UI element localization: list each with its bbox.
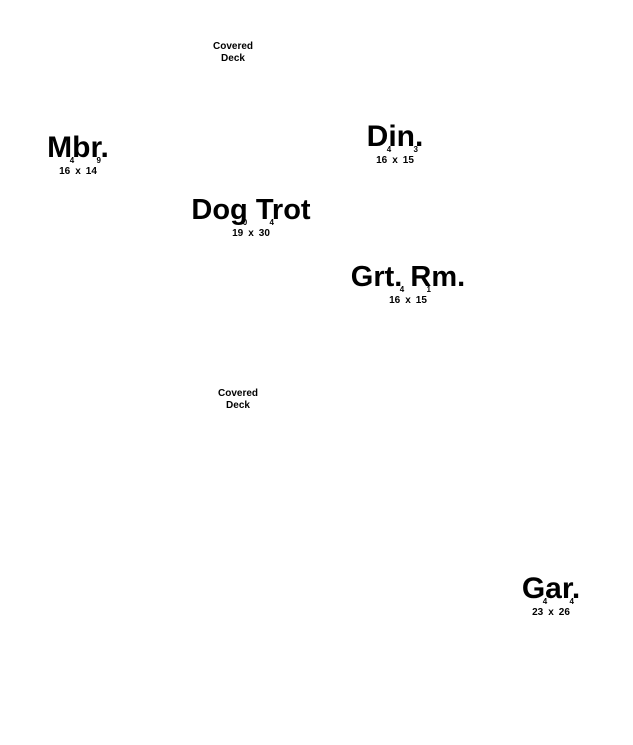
garage-width: 23 <box>532 607 544 618</box>
dining-room-width-inches: 4 <box>386 145 392 154</box>
dining-room-length: 15 <box>402 155 414 166</box>
great-room-length: 15 <box>415 295 427 306</box>
garage-name: Gar. <box>521 572 581 605</box>
covered-deck-bottom-line2: Deck <box>226 399 250 411</box>
master-bedroom-width: 16 <box>59 166 71 177</box>
dog-trot-width-inches: 0 <box>242 218 248 227</box>
master-bedroom-name: Mbr. <box>47 131 109 164</box>
covered-deck-top-line2: Deck <box>221 52 245 64</box>
garage-length: 26 <box>558 607 570 618</box>
master-bedroom-width-inches: 4 <box>69 156 75 165</box>
dog-trot-name: Dog Trot <box>191 194 311 226</box>
garage-length-inches: 4 <box>569 597 574 606</box>
great-room-dim-separator: x <box>405 295 411 306</box>
dog-trot-length-inches: 4 <box>269 218 274 227</box>
covered-deck-bottom-label: Covered Deck <box>210 388 266 411</box>
great-room-width: 16 <box>389 295 401 306</box>
covered-deck-top-line1: Covered <box>212 41 253 52</box>
dining-room-length-inches: 3 <box>413 145 418 154</box>
garage-width-inches: 4 <box>542 597 548 606</box>
covered-deck-bottom-line1: Covered <box>217 388 258 399</box>
garage-dim-separator: x <box>548 607 554 618</box>
dining-room-width: 16 <box>376 155 388 166</box>
great-room-name: Grt. Rm. <box>350 261 466 293</box>
great-room-length-inches: 1 <box>426 285 431 294</box>
master-bedroom-length: 14 <box>85 166 97 177</box>
covered-deck-top-label: Covered Deck <box>205 41 261 64</box>
master-bedroom-length-inches: 9 <box>96 156 101 165</box>
dog-trot-width: 19 <box>232 228 244 239</box>
dining-room-dim-separator: x <box>392 155 398 166</box>
master-bedroom-dim-separator: x <box>75 166 81 177</box>
dog-trot-dim-separator: x <box>248 228 254 239</box>
dining-room-name: Din. <box>366 120 424 153</box>
dog-trot-length: 30 <box>258 228 270 239</box>
great-room-width-inches: 4 <box>399 285 405 294</box>
